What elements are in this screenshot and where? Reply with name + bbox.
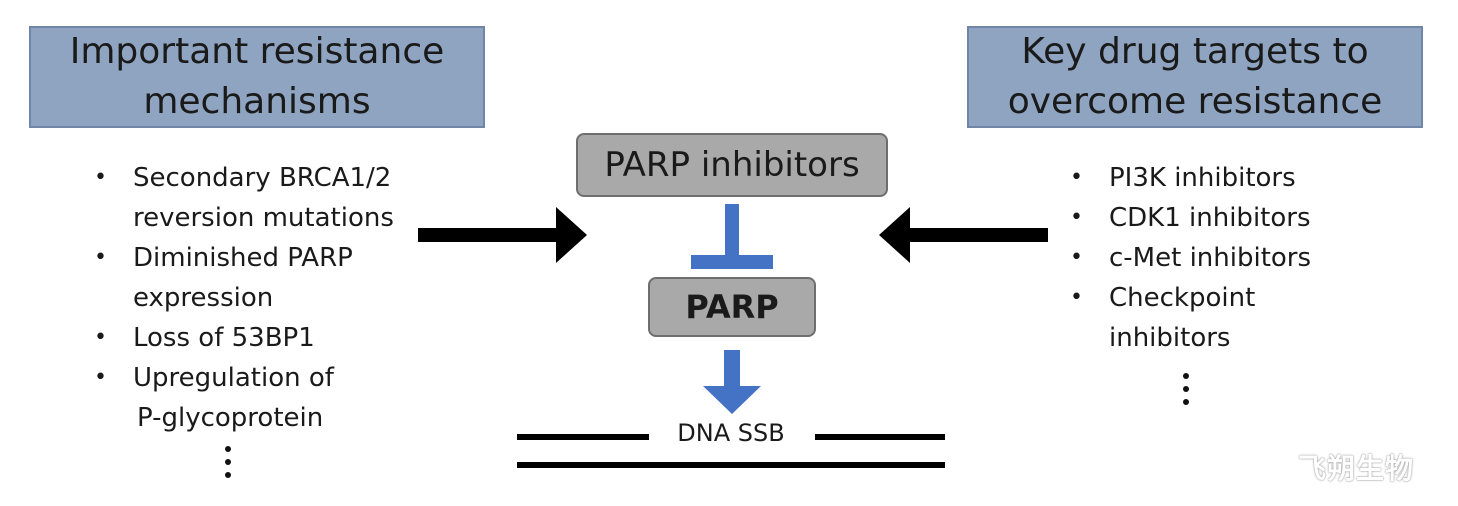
watermark: 飞朔生物 xyxy=(1298,452,1415,485)
list-item-line2: inhibitors xyxy=(1109,323,1231,353)
list-item-line1: CDK1 inhibitors xyxy=(1109,203,1311,233)
parp-box: PARP xyxy=(648,277,816,337)
resistance-mechanisms-header-line2: mechanisms xyxy=(143,81,371,122)
parp-label: PARP xyxy=(685,288,779,326)
list-item-line2: expression xyxy=(133,283,274,313)
list-item-line1: Checkpoint xyxy=(1109,283,1256,313)
list-item-line1: Loss of 53BP1 xyxy=(133,323,315,353)
list-item-line1: Secondary BRCA1/2 xyxy=(133,163,392,193)
list-item-line2: P-glycoprotein xyxy=(137,403,324,433)
list-item-line1: c-Met inhibitors xyxy=(1109,243,1312,273)
drug-targets-header-line2: overcome resistance xyxy=(1007,81,1383,122)
list-item-line1: PI3K inhibitors xyxy=(1109,163,1296,193)
list-item: CDK1 inhibitors xyxy=(1067,198,1357,238)
list-item: Upregulation of P-glycoprotein xyxy=(91,358,431,438)
list-item-line2: reversion mutations xyxy=(133,203,394,233)
parp-inhibitors-label: PARP inhibitors xyxy=(604,145,860,185)
dna-ssb-label: DNA SSB xyxy=(677,419,785,447)
drug-targets-header-line1: Key drug targets to xyxy=(1021,31,1369,72)
drug-targets-header: Key drug targets to overcome resistance xyxy=(967,26,1423,128)
more-items-ellipsis-icon xyxy=(1182,373,1190,405)
inhibition-bar-icon xyxy=(691,204,773,269)
list-item: Diminished PARP expression xyxy=(91,238,431,318)
list-item: Loss of 53BP1 xyxy=(91,318,431,358)
resistance-mechanisms-header: Important resistance mechanisms xyxy=(29,26,485,128)
list-item: PI3K inhibitors xyxy=(1067,158,1357,198)
list-item: Checkpoint inhibitors xyxy=(1067,278,1357,358)
list-item-line1: Diminished PARP xyxy=(133,243,353,273)
resistance-mechanisms-header-line1: Important resistance xyxy=(69,31,445,72)
resistance-mechanisms-list: Secondary BRCA1/2 reversion mutations Di… xyxy=(91,158,431,438)
left-black-arrow-icon xyxy=(418,207,587,263)
more-items-ellipsis-icon xyxy=(224,446,232,478)
dna-strand-icon xyxy=(517,434,945,468)
drug-targets-list: PI3K inhibitors CDK1 inhibitors c-Met in… xyxy=(1067,158,1357,358)
blue-down-arrow-icon xyxy=(703,350,761,414)
list-item: c-Met inhibitors xyxy=(1067,238,1357,278)
parp-inhibitors-box: PARP inhibitors xyxy=(576,133,888,197)
right-black-arrow-icon xyxy=(879,207,1048,263)
list-item-line1: Upregulation of xyxy=(133,363,334,393)
list-item: Secondary BRCA1/2 reversion mutations xyxy=(91,158,431,238)
